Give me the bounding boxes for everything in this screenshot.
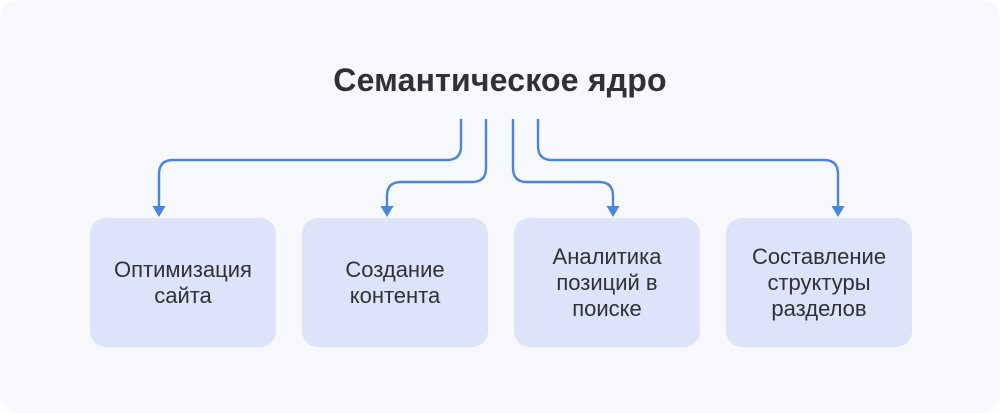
node-section-structure: Составление структуры разделов (726, 218, 912, 347)
connector-path-2 (385, 119, 488, 206)
arrowhead-down-icon (831, 206, 845, 217)
node-label: Составление структуры разделов (751, 243, 887, 321)
connector-path-1 (157, 119, 463, 206)
node-content-creation: Создание контента (302, 218, 488, 347)
node-label: Аналитика позиций в поиске (552, 243, 662, 321)
connector-path-3 (511, 119, 615, 206)
node-search-position-analytics: Аналитика позиций в поиске (514, 218, 700, 347)
connector-path-4 (536, 119, 840, 206)
arrowhead-down-icon (380, 206, 394, 217)
node-site-optimization: Оптимизация сайта (90, 218, 276, 347)
node-label: Создание контента (345, 256, 445, 308)
arrowhead-down-icon (152, 206, 166, 217)
node-label: Оптимизация сайта (114, 256, 252, 308)
arrowhead-down-icon (606, 206, 620, 217)
diagram-title: Семантическое ядро (333, 62, 667, 98)
